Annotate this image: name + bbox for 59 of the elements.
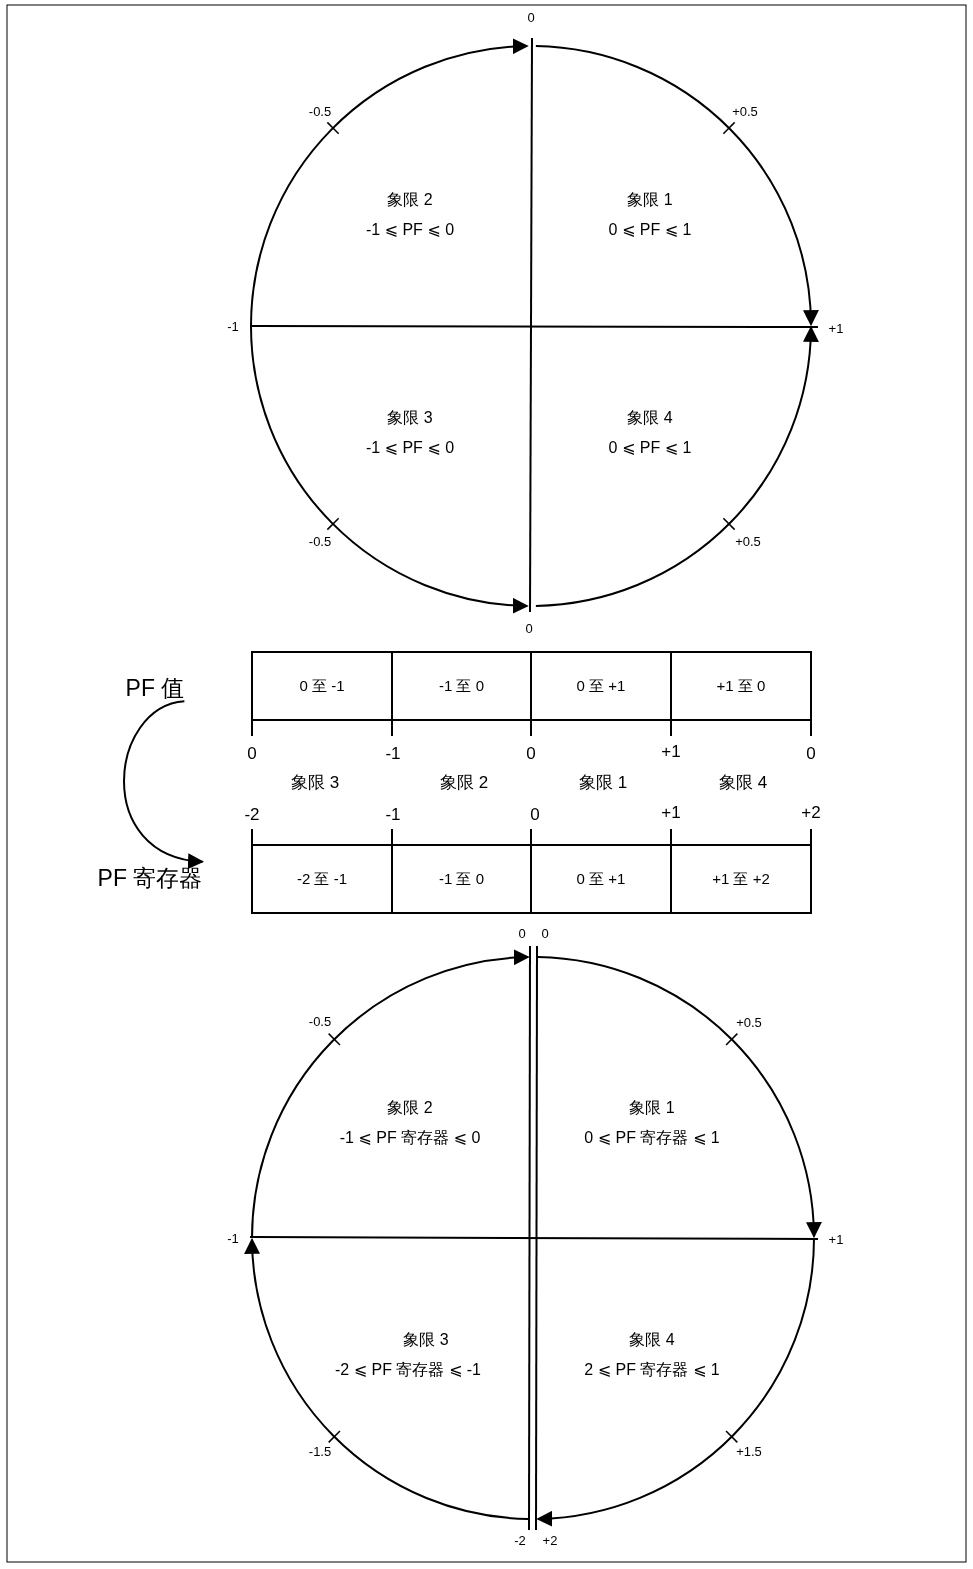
quadrant-label: 0 ⩽ PF 寄存器 ⩽ 1 (584, 1128, 720, 1148)
scale-value: -1 (227, 319, 239, 335)
scale-value: -1 (227, 1231, 239, 1247)
scale-value: 0 (526, 744, 536, 764)
scale-value: -0.5 (308, 104, 332, 120)
table-cell: -1 至 0 (391, 844, 532, 914)
scale-value: 象限 3 (290, 773, 340, 793)
scale-value: -1 (385, 744, 401, 764)
scale-value: 0 (541, 926, 549, 942)
table-cell: -2 至 -1 (251, 844, 393, 914)
quadrant-label: 象限 3 (403, 1330, 449, 1350)
scale-value: -2 (244, 805, 260, 825)
scale-value: +1 (828, 1232, 844, 1248)
scale-value: 0 (806, 744, 816, 764)
quadrant-label: -1 ⩽ PF ⩽ 0 (365, 438, 455, 458)
quadrant-label: 0 ⩽ PF ⩽ 1 (608, 220, 692, 240)
quadrant-label: 象限 2 (387, 1098, 433, 1118)
scale-value: 0 (530, 805, 540, 825)
quadrant-label: -2 ⩽ PF 寄存器 ⩽ -1 (335, 1360, 481, 1380)
curved-arrow (123, 700, 204, 868)
scale-value: +0.5 (732, 104, 758, 120)
quadrant-label: 象限 3 (387, 408, 433, 428)
quadrant-label: -1 ⩽ PF 寄存器 ⩽ 0 (339, 1128, 481, 1148)
scale-value: +1.5 (736, 1444, 762, 1460)
scale-value: +0.5 (735, 534, 761, 550)
scale-value: -1 (385, 805, 401, 825)
quadrant-label: 象限 1 (629, 1098, 675, 1118)
scale-value: +2 (801, 803, 821, 823)
scale-value: 象限 2 (439, 773, 489, 793)
table-cell: +1 至 +2 (670, 844, 812, 914)
scale-value: -0.5 (308, 534, 332, 550)
scale-value: 0 (247, 744, 257, 764)
scale-value: +2 (542, 1533, 558, 1549)
scale-value: 象限 1 (578, 773, 628, 793)
scale-value: 0 (518, 926, 526, 942)
scale-value: +0.5 (736, 1015, 762, 1031)
table-cell: +1 至 0 (670, 651, 812, 721)
table-cell: 0 至 +1 (530, 651, 672, 721)
scale-value: 0 (527, 10, 535, 26)
scale-value: +1 (828, 321, 844, 337)
quadrant-label: 象限 2 (387, 190, 433, 210)
scale-value: -0.5 (308, 1014, 332, 1030)
quadrant-label: -1 ⩽ PF ⩽ 0 (365, 220, 455, 240)
scale-value: 象限 4 (718, 773, 768, 793)
table-cell: -1 至 0 (391, 651, 532, 721)
quadrant-label: 0 ⩽ PF ⩽ 1 (608, 438, 692, 458)
scale-value: 0 (525, 621, 533, 637)
table-cell: 0 至 -1 (251, 651, 393, 721)
quadrant-label: 象限 4 (627, 408, 673, 428)
scale-value: -2 (514, 1533, 526, 1549)
row-heading: PF 寄存器 (97, 864, 203, 892)
quadrant-label: 象限 1 (627, 190, 673, 210)
quadrant-label: 象限 4 (629, 1330, 675, 1350)
quadrant-label: 2 ⩽ PF 寄存器 ⩽ 1 (584, 1360, 720, 1380)
row-heading: PF 值 (125, 674, 185, 702)
scale-value: +1 (661, 803, 681, 823)
table-cell: 0 至 +1 (530, 844, 672, 914)
scale-value: -1.5 (308, 1444, 332, 1460)
scale-value: +1 (661, 742, 681, 762)
